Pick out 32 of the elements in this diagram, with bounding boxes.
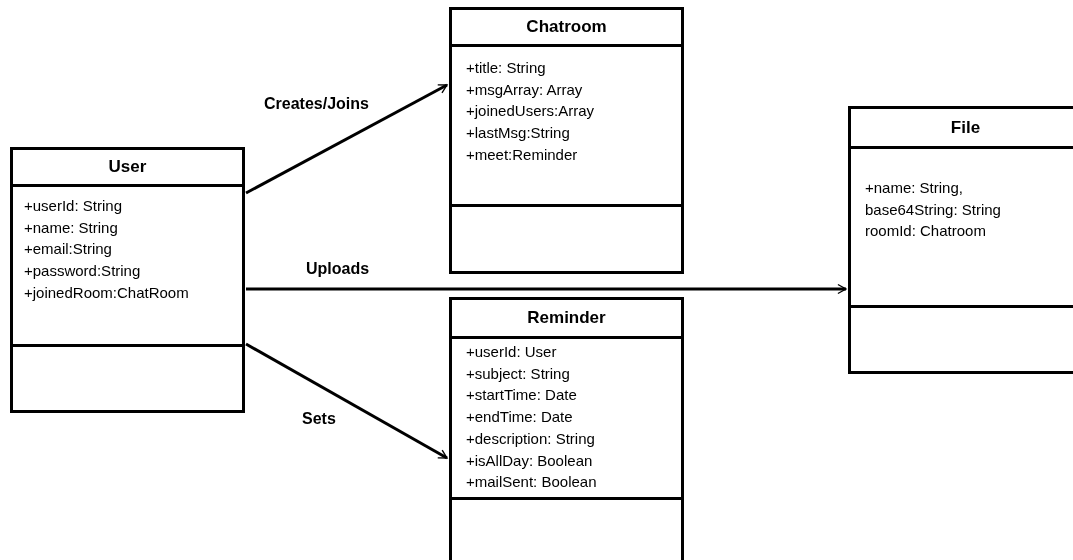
attribute-text: +msgArray: Array: [466, 79, 583, 100]
class-name: Chatroom: [526, 17, 607, 37]
attribute-text: +meet:Reminder: [466, 144, 578, 165]
attribute-text: +lastMsg:String: [466, 123, 570, 144]
class-box: [10, 147, 245, 413]
class-box: [449, 297, 684, 560]
association-arrow: [246, 283, 847, 295]
class-name: File: [950, 117, 981, 138]
association-arrow: [245, 342, 448, 460]
attribute-text: +password:String: [24, 261, 141, 282]
attribute-text: +userId: User: [466, 342, 557, 362]
attribute-text: +name: String,: [865, 178, 963, 198]
attribute-text: +startTime: Date: [466, 385, 577, 406]
attribute-text: +name: String: [24, 217, 118, 238]
attribute-text: +endTime: Date: [466, 407, 573, 428]
attribute-text: +isAllDay: Boolean: [466, 450, 593, 471]
class-name: User: [108, 157, 147, 177]
attribute-text: +mailSent: Boolean: [466, 472, 597, 493]
attribute-text: base64String: String: [865, 199, 1001, 220]
attribute-text: +subject: String: [466, 363, 570, 384]
attribute-text: +title: String: [466, 58, 546, 78]
attribute-text: +description: String: [466, 428, 595, 449]
attribute-text: roomId: Chatroom: [865, 221, 986, 242]
attribute-text: +userId: String: [24, 196, 122, 216]
class-box: [449, 7, 684, 274]
association-arrow: [245, 83, 448, 195]
attribute-text: +joinedUsers:Array: [466, 101, 594, 122]
edge-label: Uploads: [304, 260, 372, 278]
attribute-text: +joinedRoom:ChatRoom: [24, 282, 189, 303]
class-name: Reminder: [527, 308, 606, 328]
attribute-text: +email:String: [24, 239, 112, 260]
class-box: [848, 106, 1073, 374]
